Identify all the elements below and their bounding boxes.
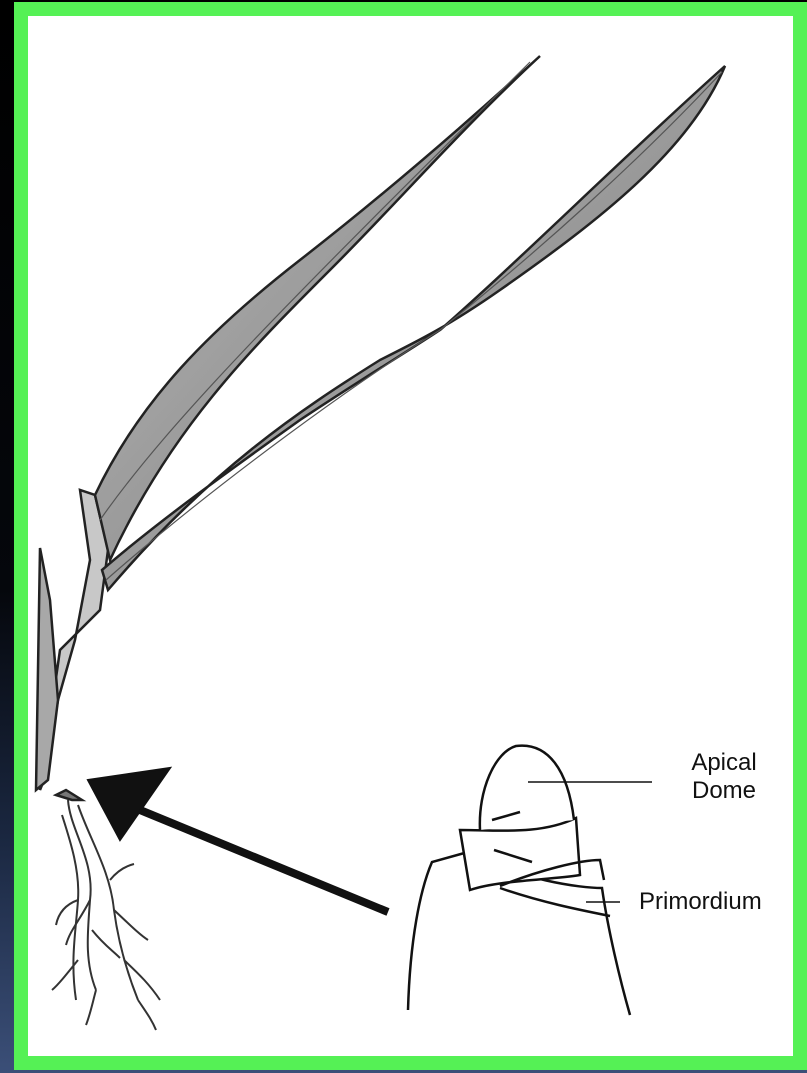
apical-label-line1: Apical	[674, 749, 774, 777]
roots	[52, 800, 160, 1030]
pointer-arrow	[88, 768, 388, 912]
leaf-lower	[102, 66, 725, 590]
apical-dome-label: Apical Dome	[674, 749, 774, 805]
illustration-frame: Apical Dome Primordium	[14, 2, 807, 1070]
primordium-label: Primordium	[639, 888, 762, 916]
shoot-apex-detail	[408, 746, 630, 1015]
apical-label-line2: Dome	[674, 777, 774, 805]
stem	[36, 490, 108, 800]
